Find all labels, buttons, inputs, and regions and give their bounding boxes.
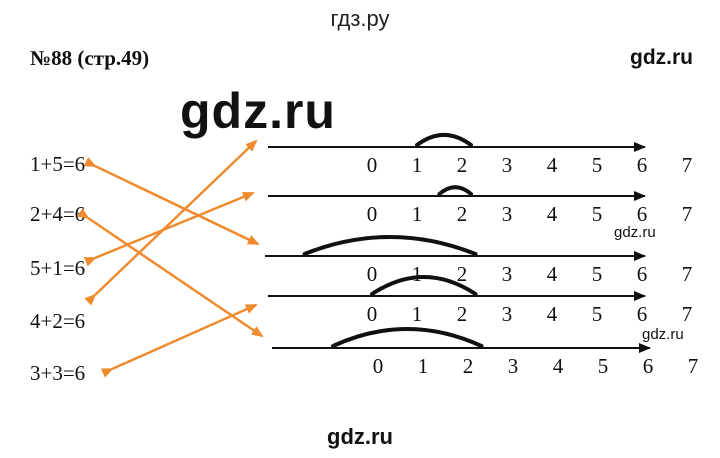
connector-arrow (84, 139, 258, 306)
number-label: 7 (682, 302, 693, 326)
number-label: 1 (412, 302, 423, 326)
number-label: 1 (412, 262, 423, 286)
connector-arrow (83, 157, 260, 246)
number-label: 5 (598, 354, 609, 378)
equation-2: 2+4=6 (30, 202, 86, 226)
number-label: 2 (457, 202, 468, 226)
number-label: 6 (637, 262, 648, 286)
number-label: 4 (553, 354, 564, 378)
jump-arc (370, 275, 478, 296)
number-label: 7 (682, 262, 693, 286)
number-label: 2 (463, 354, 474, 378)
number-label: 3 (502, 262, 513, 286)
jump-arc (331, 327, 484, 348)
number-label: 7 (682, 202, 693, 226)
number-label: 7 (688, 354, 699, 378)
jump-arc (437, 185, 473, 196)
number-label: 6 (637, 153, 648, 177)
number-label: 5 (592, 302, 603, 326)
watermark-large: gdz.ru (180, 83, 336, 139)
number-label: 5 (592, 202, 603, 226)
number-label: 4 (547, 202, 558, 226)
watermark-bottom: gdz.ru (327, 424, 393, 449)
number-label: 2 (457, 262, 468, 286)
jump-arc (415, 132, 473, 147)
number-label: 1 (418, 354, 429, 378)
watermark-top: гдз.ру (330, 6, 390, 31)
number-label: 3 (502, 153, 513, 177)
number-label: 2 (457, 302, 468, 326)
number-label: 7 (682, 153, 693, 177)
connector-arrow (100, 303, 258, 378)
number-label: 1 (412, 202, 423, 226)
jump-arc (302, 235, 478, 256)
number-label: 4 (547, 302, 558, 326)
number-label: 6 (637, 302, 648, 326)
number-label: 6 (637, 202, 648, 226)
number-label: 3 (502, 302, 513, 326)
number-label: 2 (457, 153, 468, 177)
number-label: 0 (367, 202, 378, 226)
equation-3: 5+1=6 (30, 256, 86, 280)
equation-1: 1+5=6 (30, 152, 86, 176)
number-label: 5 (592, 262, 603, 286)
number-label: 3 (508, 354, 519, 378)
number-label: 5 (592, 153, 603, 177)
number-label: 0 (367, 153, 378, 177)
number-label: 0 (367, 262, 378, 286)
watermark-small: gdz.ru (642, 326, 684, 343)
number-label: 6 (643, 354, 654, 378)
equation-4: 4+2=6 (30, 309, 86, 333)
watermark-top-right: gdz.ru (630, 46, 693, 69)
watermark-small: gdz.ru (614, 224, 656, 241)
equation-5: 3+3=6 (30, 361, 86, 385)
number-label: 4 (547, 153, 558, 177)
number-label: 0 (367, 302, 378, 326)
number-label: 4 (547, 262, 558, 286)
number-label: 3 (502, 202, 513, 226)
number-label: 0 (373, 354, 384, 378)
number-label: 1 (412, 153, 423, 177)
exercise-title: №88 (стр.49) (30, 46, 150, 70)
